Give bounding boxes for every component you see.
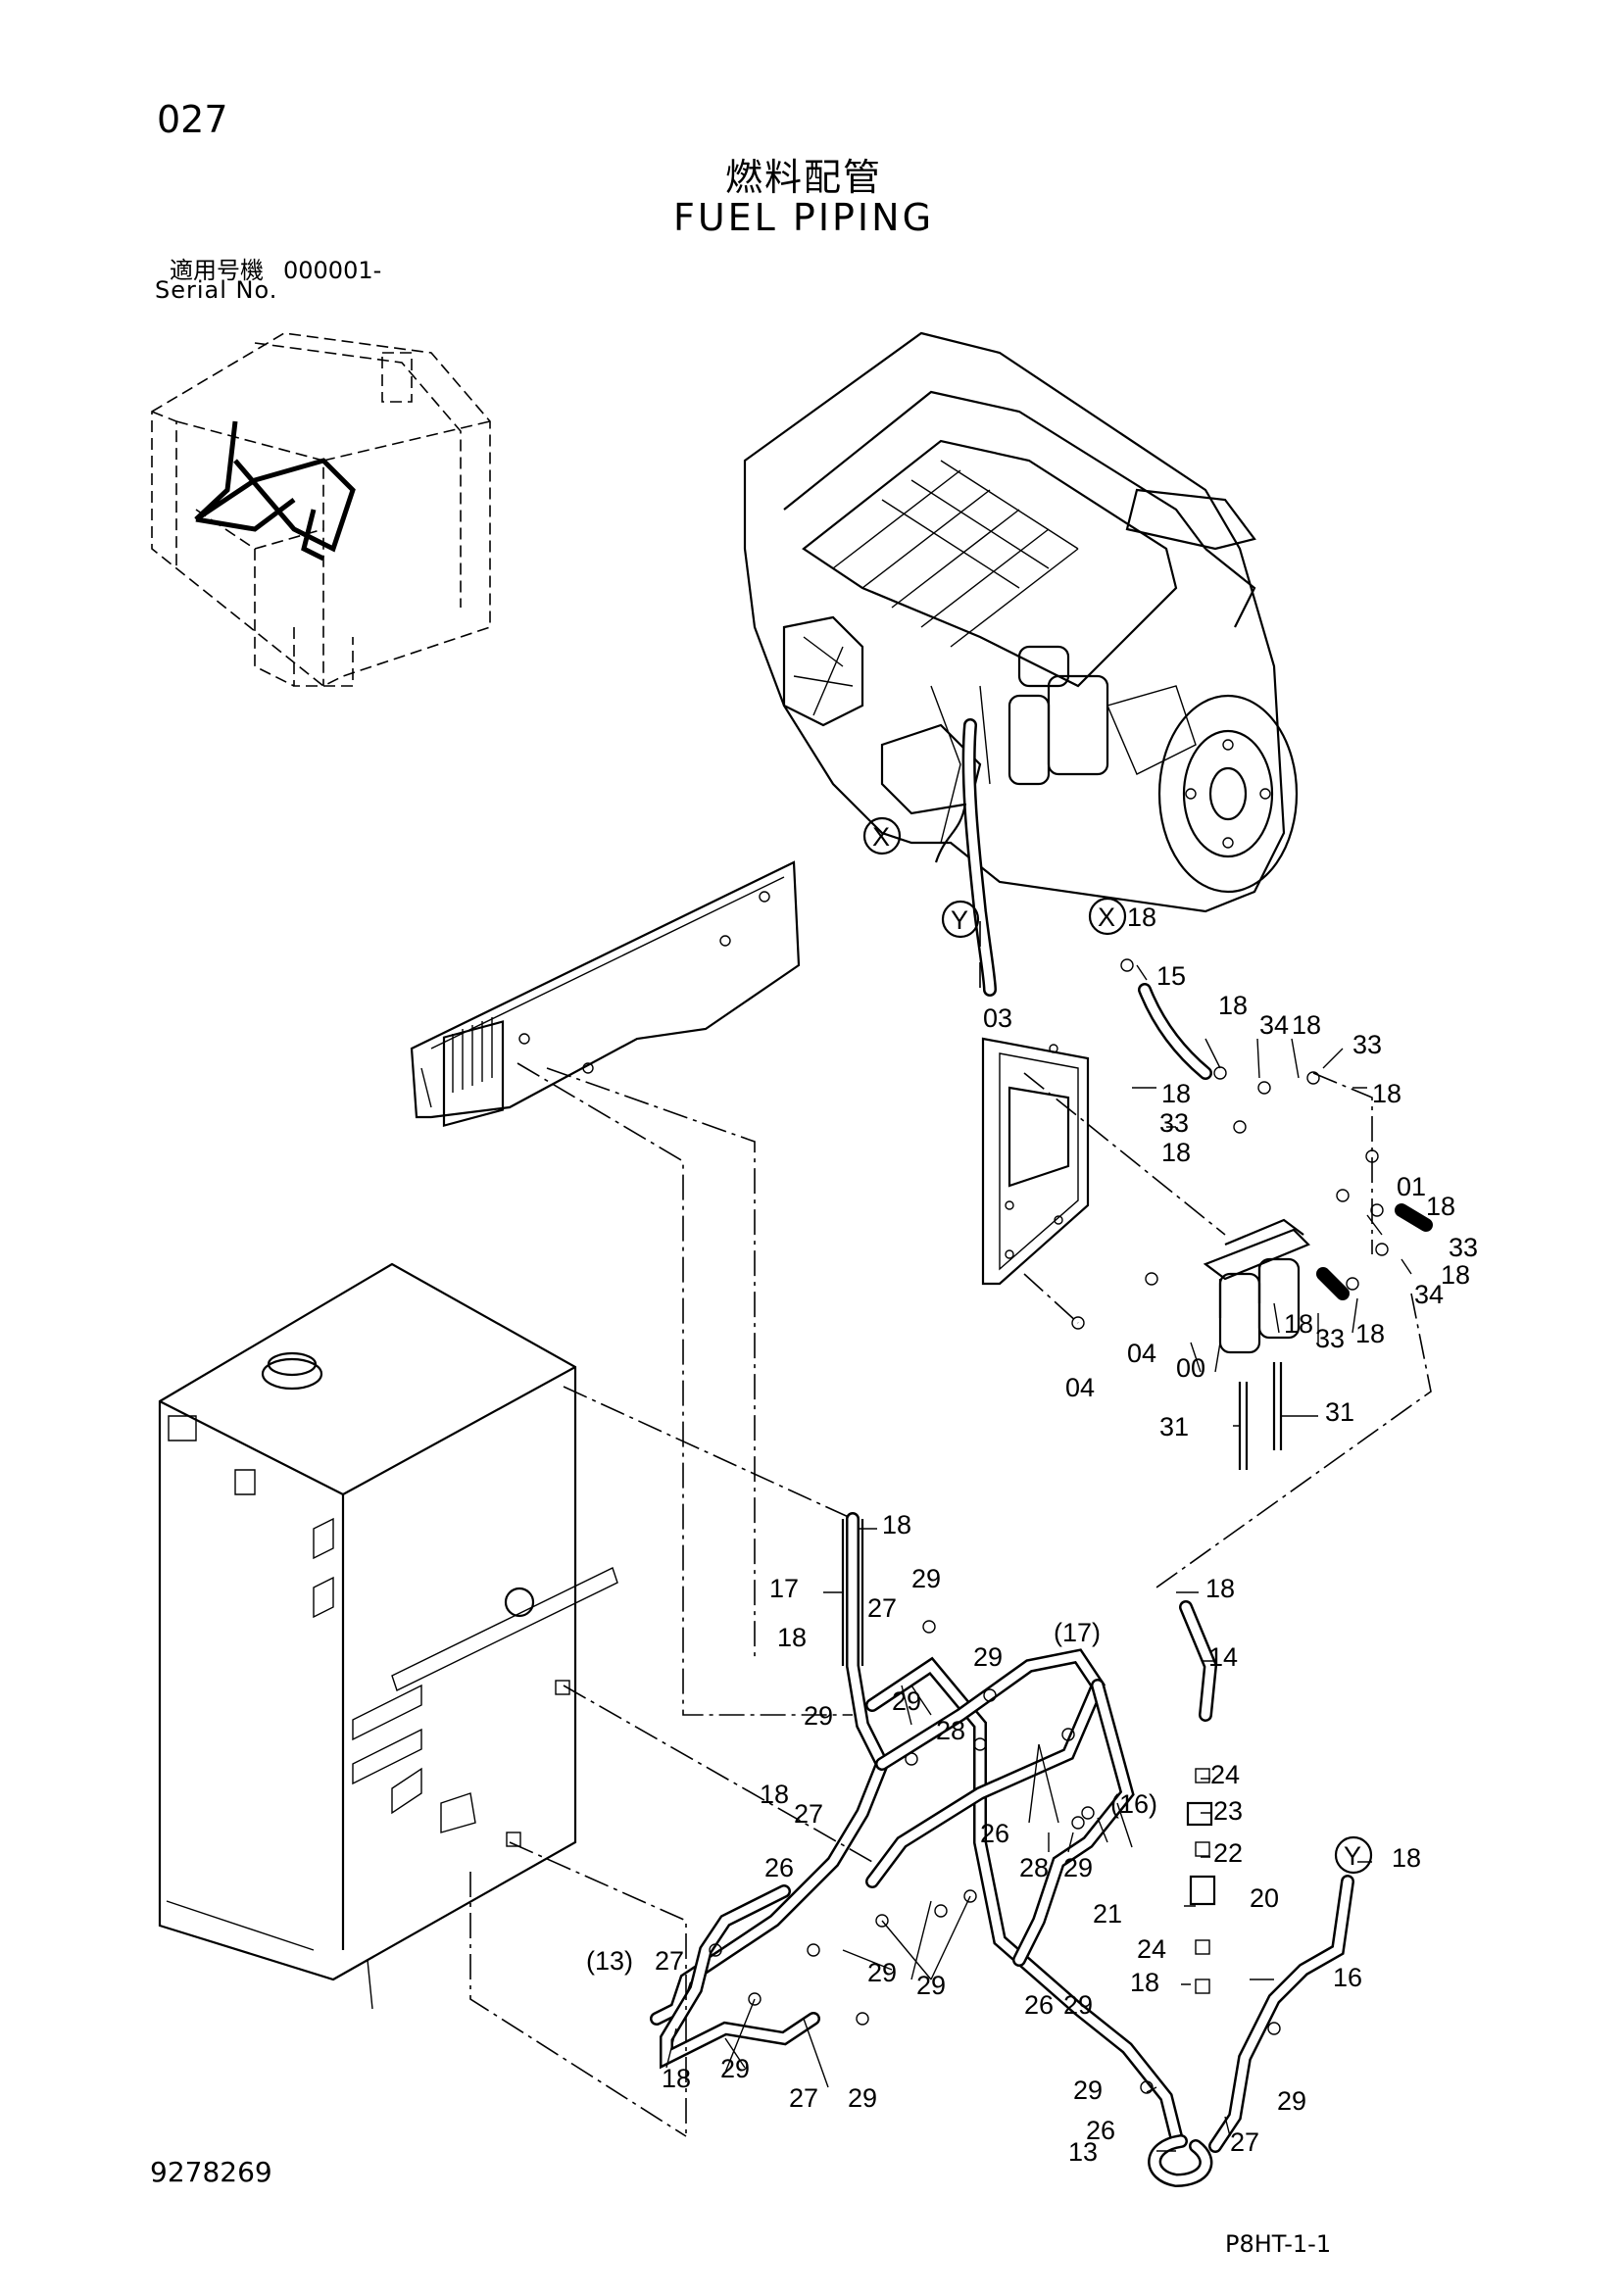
- fuel-hoses: [650, 1512, 1354, 2188]
- callout-label: 29: [867, 1958, 897, 1987]
- callout-label: 28: [936, 1716, 965, 1745]
- callout-label: 18: [1392, 1843, 1421, 1873]
- bracket-panel: [410, 860, 801, 1128]
- document-number: 9278269: [150, 2156, 272, 2188]
- assembly-lines: [469, 921, 1432, 2137]
- callout-label: 26: [764, 1853, 794, 1882]
- page-number: 027: [157, 98, 228, 141]
- serial-label-en: Serial No.: [155, 276, 278, 304]
- callout-label: 01: [1397, 1172, 1426, 1201]
- svg-text:Y: Y: [951, 905, 968, 935]
- callout-label: 29: [848, 2083, 877, 2113]
- leader-lines: [665, 964, 1412, 2152]
- callout-label: 33: [1159, 1108, 1189, 1138]
- callout-label: 26: [1086, 2116, 1115, 2145]
- callout-label: 16: [1333, 1963, 1362, 1992]
- callout-label: 29: [1073, 2076, 1103, 2105]
- callout-label: 18: [1426, 1192, 1455, 1221]
- callout-label: 29: [911, 1564, 941, 1593]
- callout-label: 29: [1277, 2086, 1306, 2116]
- callout-label: 27: [1230, 2127, 1259, 2157]
- callout-label: 29: [804, 1701, 833, 1731]
- callout-label: 27: [867, 1593, 897, 1623]
- callout-label: 18: [1218, 991, 1248, 1020]
- callout-label: 18: [1355, 1319, 1385, 1348]
- callout-label: 28: [1019, 1853, 1049, 1882]
- callout-label: 34: [1259, 1010, 1289, 1040]
- callout-label: 13: [1068, 2137, 1098, 2167]
- view-marker-y-hose: Y: [1334, 1835, 1373, 1875]
- callout-label: (13): [586, 1946, 633, 1976]
- callout-label: 24: [1210, 1760, 1240, 1789]
- callout-label: 18: [882, 1510, 911, 1539]
- callout-label: 34: [1414, 1280, 1444, 1309]
- callout-label: 04: [1065, 1373, 1095, 1402]
- callout-label: 18: [760, 1780, 789, 1809]
- callout-label: 18: [1372, 1079, 1401, 1108]
- callout-label: 18: [777, 1623, 807, 1652]
- svg-text:X: X: [1098, 903, 1115, 932]
- serial-label-text: 適用号機: [170, 257, 264, 284]
- callout-label: 15: [1156, 961, 1186, 991]
- callout-label: 03: [983, 1003, 1012, 1033]
- callout-label: 18: [662, 2064, 691, 2093]
- callout-label: 29: [1063, 1990, 1093, 2020]
- title-english: FUEL PIPING: [672, 196, 935, 239]
- callout-label: 33: [1449, 1233, 1478, 1262]
- fuel-filter-assembly: [981, 958, 1433, 1470]
- callout-label: 29: [973, 1642, 1003, 1672]
- view-marker-x-engine: X: [862, 816, 902, 855]
- callout-label: 22: [1213, 1838, 1243, 1868]
- callout-label: 18: [1161, 1138, 1191, 1167]
- callout-label: 29: [916, 1971, 946, 2000]
- callout-label: 26: [1024, 1990, 1054, 2020]
- key-map-illustration: [151, 332, 491, 687]
- serial-value: 000001-: [283, 257, 382, 284]
- callout-label: 26: [980, 1819, 1009, 1848]
- callout-label: 18: [1284, 1309, 1313, 1339]
- callout-label: 24: [1137, 1934, 1166, 1964]
- callout-label: (17): [1054, 1618, 1101, 1647]
- serial-label-jp: 適用号機 000001-: [170, 251, 381, 285]
- callout-label: 27: [794, 1799, 823, 1829]
- callout-label: 33: [1352, 1030, 1382, 1059]
- callout-label: 27: [789, 2083, 818, 2113]
- callout-label: 29: [720, 2054, 750, 2083]
- callout-label: 04: [1127, 1339, 1156, 1368]
- callout-label: 29: [892, 1686, 921, 1716]
- callout-label: 23: [1213, 1796, 1243, 1826]
- svg-text:X: X: [872, 822, 890, 852]
- callout-label: 27: [655, 1946, 684, 1976]
- fuel-tank: [158, 1262, 618, 2010]
- callout-label: 31: [1159, 1412, 1189, 1441]
- view-marker-y-engine: Y: [941, 900, 980, 939]
- callout-label: 17: [769, 1574, 799, 1603]
- sheet-reference: P8HT-1-1: [1225, 2230, 1332, 2258]
- callout-label: 21: [1093, 1899, 1122, 1929]
- engine-illustration: [743, 331, 1299, 997]
- callout-label: 18: [1205, 1574, 1235, 1603]
- callout-label: 18: [1130, 1968, 1159, 1997]
- callout-label: 20: [1250, 1883, 1279, 1913]
- callouts-tank: 18 17 29 27 18 29 29 28 (17) 14 18 27 29…: [586, 1510, 1421, 2167]
- callout-label: 29: [1063, 1853, 1093, 1882]
- svg-text:Y: Y: [1344, 1841, 1361, 1871]
- callout-label: 00: [1176, 1353, 1205, 1383]
- callout-label: 14: [1208, 1642, 1238, 1672]
- callout-label: 18: [1127, 903, 1156, 932]
- callouts-filter: 18 15 18 34 18 33 18 33 18 18 01 18 33 1…: [983, 903, 1478, 1441]
- title-japanese: 燃料配管: [724, 156, 882, 199]
- callout-label: 18: [1441, 1260, 1470, 1290]
- callout-label: 18: [1292, 1010, 1321, 1040]
- view-marker-x-filter: X: [1088, 897, 1127, 936]
- callout-label: 18: [1161, 1079, 1191, 1108]
- callout-label: 33: [1315, 1324, 1345, 1353]
- callout-label: 31: [1325, 1397, 1354, 1427]
